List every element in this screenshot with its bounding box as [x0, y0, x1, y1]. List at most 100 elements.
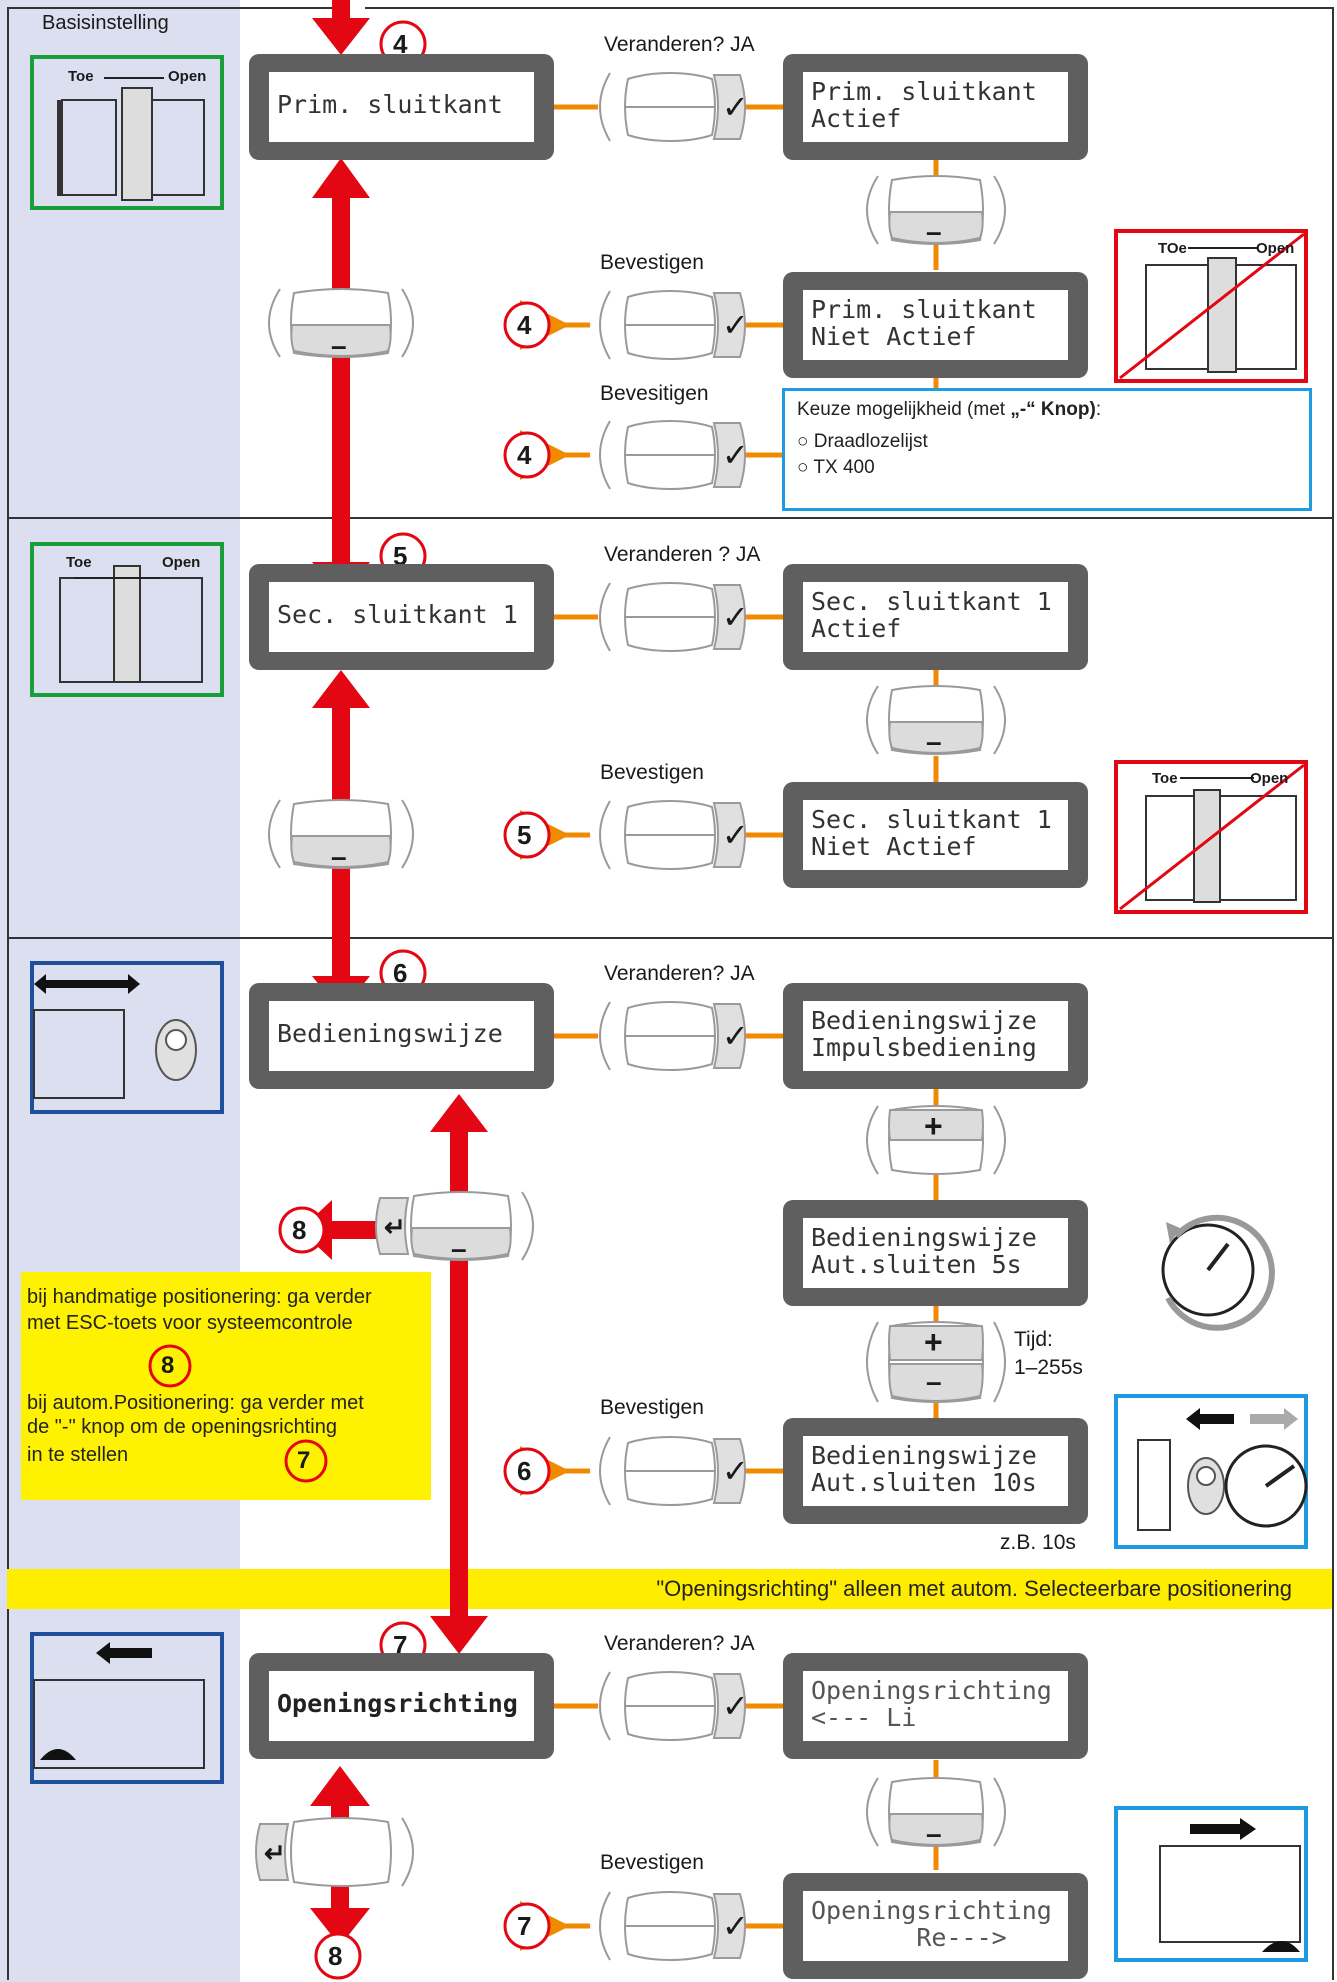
choice-info-box: Keuze mogelijkheid (met „-“ Knop): ○ Dra…	[782, 388, 1312, 511]
minus-key[interactable]: –	[926, 1818, 942, 1849]
frame-border	[7, 7, 1334, 1980]
positioning-note: bij handmatige positionering: ga verder …	[21, 1272, 431, 1500]
step-7-number: 7	[393, 1630, 408, 1660]
step-5-number: 5	[393, 541, 408, 571]
lcd-line-2: Aut.sluiten 5s	[811, 1250, 1022, 1279]
frame-top-right	[365, 7, 1332, 9]
lcd-menu-openingsrichting: Openingsrichting	[249, 1653, 554, 1759]
minus-key[interactable]: –	[451, 1233, 467, 1264]
confirm-label: Bevestigen	[600, 1396, 704, 1419]
door-label-toe: Toe	[66, 554, 92, 571]
confirm-label: Bevesitigen	[600, 382, 709, 405]
step-7-number: 7	[517, 1911, 532, 1941]
check-key[interactable]: ✓	[722, 1453, 749, 1489]
plus-key[interactable]: +	[924, 1324, 943, 1360]
check-key[interactable]: ✓	[722, 89, 749, 125]
door-label-toe: Toe	[68, 68, 94, 85]
time-label: Tijd:	[1014, 1328, 1053, 1351]
banner-text: "Openingsrichting" alleen met autom. Sel…	[656, 1576, 1292, 1601]
lcd-line-1: Prim. sluitkant	[811, 77, 1037, 106]
door-label-open: Open	[162, 554, 201, 571]
esc-key[interactable]: ↵	[264, 1838, 286, 1868]
plus-key[interactable]: +	[924, 1108, 943, 1144]
lcd-line-1: Sec. sluitkant 1	[811, 805, 1052, 834]
check-key[interactable]: ✓	[722, 599, 749, 635]
check-key[interactable]: ✓	[722, 817, 749, 853]
info-option: ○ TX 400	[797, 457, 875, 478]
check-key[interactable]: ✓	[722, 307, 749, 343]
tab-label: Basisinstelling	[42, 12, 169, 34]
minus-key[interactable]: –	[926, 726, 942, 757]
lcd-line-1: Bedieningswijze	[811, 1223, 1037, 1252]
confirm-label: Bevestigen	[600, 761, 704, 784]
note-step-7: 7	[297, 1447, 311, 1474]
lcd-text: Bedieningswijze	[277, 1019, 503, 1048]
check-buttons	[599, 71, 746, 1962]
lcd-richting-links: Openingsrichting<--- Li	[783, 1653, 1088, 1759]
door-label-toe: Toe	[1152, 770, 1178, 787]
lcd-line-1: Openingsrichting	[811, 1676, 1052, 1705]
time-range: 1–255s	[1014, 1356, 1083, 1379]
lcd-line-2: Actief	[811, 614, 902, 643]
lcd-line-2: Niet Actief	[811, 832, 977, 861]
change-yes-label: Veranderen? JA	[604, 1632, 755, 1655]
step-8-number: 8	[292, 1215, 307, 1245]
note-line: bij handmatige positionering: ga verder	[27, 1286, 372, 1308]
lcd-menu-prim: Prim. sluitkant	[249, 54, 554, 160]
change-yes-label: Veranderen ? JA	[604, 543, 761, 566]
lcd-line-2: Niet Actief	[811, 322, 977, 351]
door-label-open: Open	[168, 68, 207, 85]
auto-position-banner: "Openingsrichting" alleen met autom. Sel…	[7, 1569, 1332, 1609]
esc-key[interactable]: ↵	[384, 1212, 406, 1242]
section-divider	[7, 937, 1332, 939]
note-step-8: 8	[161, 1352, 175, 1379]
lcd-line-2: <--- Li	[811, 1703, 917, 1732]
minus-key[interactable]: –	[926, 1366, 942, 1397]
confirm-label: Bevestigen	[600, 1851, 704, 1874]
step-4-number: 4	[517, 440, 532, 470]
change-yes-label: Veranderen? JA	[604, 33, 755, 56]
info-option: ○ Draadlozelijst	[797, 431, 928, 452]
lcd-richting-rechts: Openingsrichting Re--->	[783, 1873, 1088, 1979]
lcd-text: Prim. sluitkant	[277, 90, 503, 119]
door-label-open: Open	[1250, 770, 1289, 787]
minus-key[interactable]: –	[331, 330, 347, 361]
confirm-label: Bevestigen	[600, 251, 704, 274]
example-label: z.B. 10s	[1000, 1531, 1076, 1554]
lcd-line-1: Prim. sluitkant	[811, 295, 1037, 324]
step-4-number: 4	[517, 310, 532, 340]
minus-buttons	[255, 175, 1006, 1887]
lcd-line-2: Actief	[811, 104, 902, 133]
minus-key[interactable]: –	[926, 216, 942, 247]
step-6-number: 6	[393, 958, 408, 988]
info-title: Keuze mogelijkheid (met „-“ Knop):	[797, 399, 1102, 420]
lcd-text: Openingsrichting	[277, 1689, 518, 1718]
frame-top	[7, 7, 332, 9]
lcd-line-1: Bedieningswijze	[811, 1006, 1037, 1035]
step-4-number: 4	[393, 29, 408, 59]
note-line: de "-" knop om de openingsrichting	[27, 1416, 337, 1438]
door-icons	[30, 55, 1308, 1962]
check-key[interactable]: ✓	[722, 1908, 749, 1944]
check-key[interactable]: ✓	[722, 437, 749, 473]
lcd-line-1: Openingsrichting	[811, 1896, 1052, 1925]
check-key[interactable]: ✓	[722, 1018, 749, 1054]
door-label-toe: TOe	[1158, 240, 1187, 257]
minus-key[interactable]: –	[331, 841, 347, 872]
lcd-text: Sec. sluitkant 1	[277, 600, 518, 629]
lcd-line-2: Impulsbediening	[811, 1033, 1037, 1062]
check-key[interactable]: ✓	[722, 1688, 749, 1724]
section-divider	[7, 517, 1332, 519]
lcd-menu-bediening: Bedieningswijze	[249, 983, 554, 1089]
lcd-line-2: Re--->	[811, 1923, 1007, 1952]
step-5-number: 5	[517, 820, 532, 850]
